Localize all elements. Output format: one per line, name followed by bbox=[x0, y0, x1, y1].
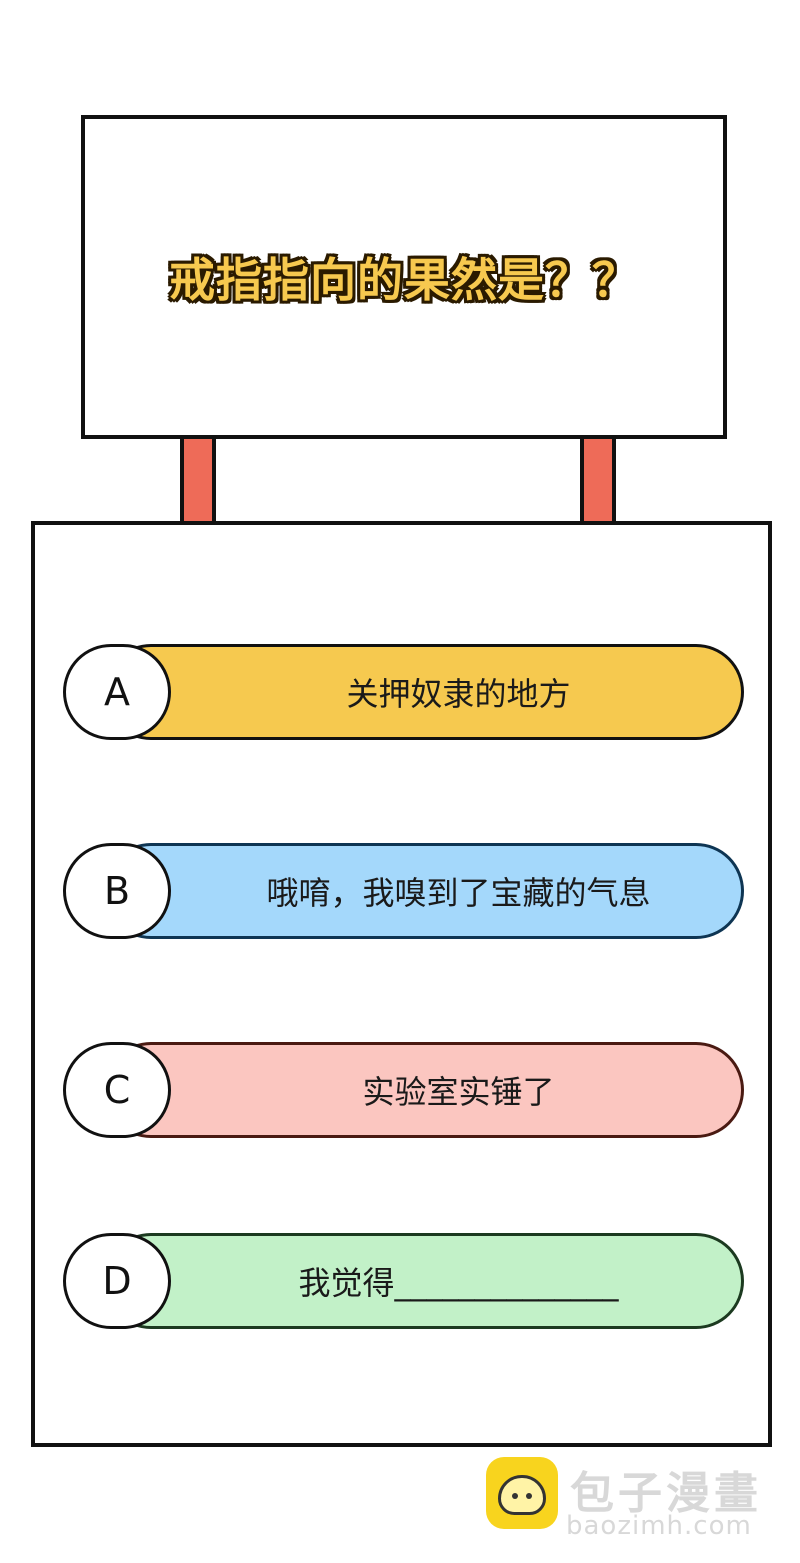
option-d-text: 我觉得______________ bbox=[298, 1264, 619, 1302]
option-c-text: 实验室实锤了 bbox=[362, 1073, 555, 1111]
option-b-letter: B bbox=[63, 843, 171, 939]
watermark-title: 包子漫畫 bbox=[570, 1468, 762, 1519]
option-a-letter: A bbox=[63, 644, 171, 740]
question-title: 戒指指向的果然是？？ bbox=[169, 253, 639, 307]
option-c-letter: C bbox=[63, 1042, 171, 1138]
option-b-bar[interactable]: 哦唷，我嗅到了宝藏的气息 bbox=[103, 843, 744, 939]
option-d-letter: D bbox=[63, 1233, 171, 1329]
option-a[interactable]: 关押奴隶的地方 A bbox=[63, 644, 744, 740]
option-d-bar[interactable]: 我觉得______________ bbox=[103, 1233, 744, 1329]
option-a-bar[interactable]: 关押奴隶的地方 bbox=[103, 644, 744, 740]
option-a-text: 关押奴隶的地方 bbox=[346, 675, 571, 713]
sign-post-right bbox=[580, 439, 616, 524]
option-b-text: 哦唷，我嗅到了宝藏的气息 bbox=[266, 874, 651, 912]
watermark: 包子漫畫 baozimh.com bbox=[486, 1457, 786, 1547]
sign-post-left bbox=[180, 439, 216, 524]
option-c-bar[interactable]: 实验室实锤了 bbox=[103, 1042, 744, 1138]
watermark-url: baozimh.com bbox=[566, 1511, 752, 1541]
option-c[interactable]: 实验室实锤了 C bbox=[63, 1042, 744, 1138]
option-d[interactable]: 我觉得______________ D bbox=[63, 1233, 744, 1329]
bun-logo-icon bbox=[486, 1457, 558, 1529]
question-sign: 戒指指向的果然是？？ bbox=[81, 115, 727, 439]
option-b[interactable]: 哦唷，我嗅到了宝藏的气息 B bbox=[63, 843, 744, 939]
